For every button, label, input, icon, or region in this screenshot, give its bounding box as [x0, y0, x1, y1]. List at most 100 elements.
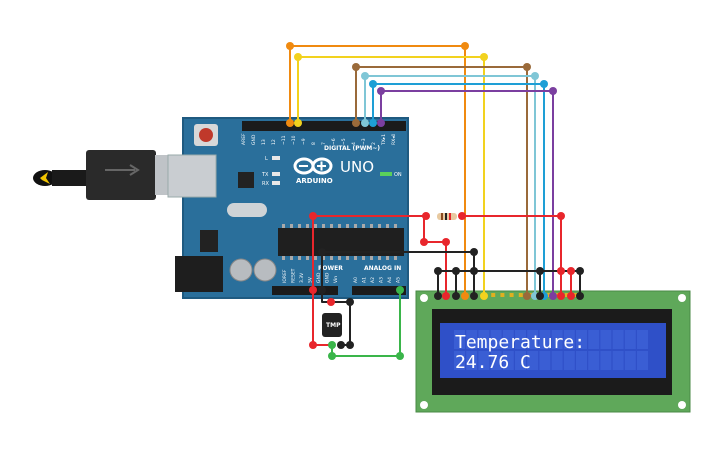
analog-pin-label: A0 [353, 277, 359, 283]
lcd-cell [576, 330, 587, 349]
power-pin-label: GND [325, 272, 331, 283]
lcd-cell [515, 330, 526, 349]
wire-red-resistor [461, 215, 562, 297]
l-led-label: L [265, 156, 268, 162]
tx-led-label: TX [261, 172, 269, 178]
wire-brown [355, 66, 528, 297]
wire-endpoints [286, 42, 584, 360]
power-header-label: POWER [318, 265, 343, 272]
digital-pin-label: ~11 [281, 135, 287, 145]
digital-pin-label: ~6 [331, 138, 337, 145]
lcd-cell [466, 330, 478, 349]
digital-pin-label: ~5 [341, 138, 347, 145]
wire-purple [380, 90, 554, 297]
digital-pin-label: TX▸1 [381, 134, 387, 146]
power-pin-label: IOREF [282, 269, 288, 283]
lcd-pin [564, 293, 569, 297]
lcd-cell [527, 351, 539, 370]
wire-black-gnd [321, 251, 351, 346]
lcd-cell [551, 330, 563, 349]
logo-text: ARDUINO [296, 177, 333, 185]
digital-pin-label: 4 [351, 142, 357, 145]
lcd-line-2: 24.76 C [455, 352, 531, 373]
lcd-cell [600, 330, 612, 349]
power-pin-label: RESET [291, 268, 297, 283]
digital-header-strip [242, 121, 406, 131]
lcd-cell [466, 351, 478, 370]
wire-lightblue [364, 75, 536, 297]
wire-green-signal [331, 289, 401, 357]
lcd-cell [515, 351, 526, 370]
lcd-cell [539, 330, 551, 349]
lcd-cell [588, 351, 600, 370]
arduino-board: ARDUINO UNO ON L TX RX DIGITAL (PWM~) PO… [167, 117, 409, 299]
lcd-cell [478, 351, 490, 370]
resistor [437, 213, 457, 220]
lcd-cell [490, 330, 502, 349]
on-label: ON [394, 172, 402, 178]
usb-cable [33, 150, 185, 200]
analog-pin-label: A3 [379, 277, 385, 283]
lcd-cell [478, 330, 490, 349]
digital-pin-label: AREF [241, 133, 247, 145]
lcd-cell [563, 351, 575, 370]
wire-yellow [297, 56, 485, 297]
lcd-cell [551, 351, 563, 370]
lcd-line-1: Temperature: [455, 332, 585, 353]
lcd-cell [502, 330, 514, 349]
lcd-pin [500, 293, 505, 297]
lcd-cell [612, 330, 624, 349]
analog-header-label: ANALOG IN [364, 265, 401, 272]
lcd-cells [454, 330, 648, 370]
lcd-cell [454, 351, 465, 370]
lcd-cell [624, 330, 636, 349]
digital-pin-label: 8 [311, 142, 317, 145]
tmp-sensor-label: TMP [326, 322, 341, 329]
lcd-cell [576, 351, 587, 370]
power-pin-label: 3.3V [299, 272, 305, 283]
analog-pin-label: A2 [370, 277, 376, 283]
wire-orange [289, 45, 466, 297]
wire-black-top [321, 251, 475, 297]
power-pin-label: Vin [333, 276, 339, 283]
digital-pin-label: ~9 [301, 138, 307, 145]
power-pin-label: GND [316, 272, 322, 283]
lcd-cell [490, 351, 502, 370]
lcd-cell [612, 351, 624, 370]
lcd-pin [491, 293, 496, 297]
analog-pin-label: A4 [387, 277, 393, 283]
digital-pin-label: 7 [321, 142, 327, 145]
power-jack [175, 256, 223, 292]
lcd-pin [574, 293, 578, 297]
lcd-cell [624, 351, 636, 370]
wire-blue [372, 83, 545, 297]
lcd-cell [588, 330, 600, 349]
digital-pin-label: 12 [271, 139, 277, 145]
lcd-module: Temperature: 24.76 C [415, 290, 691, 413]
power-header-strip [272, 286, 338, 295]
arduino-logo [293, 157, 333, 175]
digital-pin-label: ~3 [361, 138, 367, 145]
lcd-cell [527, 330, 539, 349]
digital-pin-label: GND [251, 134, 257, 145]
lcd-pin [546, 293, 551, 297]
digital-header-label: DIGITAL (PWM~) [324, 145, 380, 152]
rx-led-label: RX [262, 181, 269, 187]
lcd-cell [454, 330, 465, 349]
analog-header-strip [352, 286, 406, 295]
lcd-pin [509, 293, 514, 297]
digital-pin-label: 2 [371, 142, 377, 145]
digital-pin-label: 13 [261, 139, 267, 145]
lcd-cell [502, 351, 514, 370]
lcd-cell [539, 351, 551, 370]
model-label: UNO [340, 158, 374, 176]
analog-pin-label: A1 [362, 277, 368, 283]
lcd-cell [637, 330, 648, 349]
lcd-cell [637, 351, 648, 370]
digital-pin-label: RX◂0 [391, 134, 397, 145]
lcd-cell [600, 351, 612, 370]
